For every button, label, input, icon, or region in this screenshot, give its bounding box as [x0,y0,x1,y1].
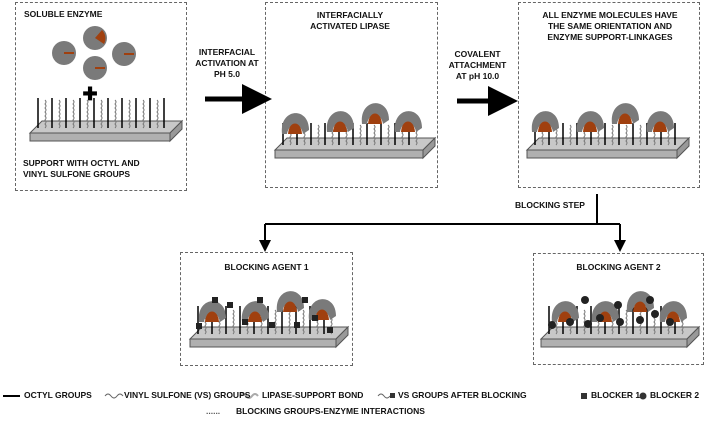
blocker1-3 [269,322,275,328]
legend-bond: LIPASE-SUPPORT BOND [262,390,364,400]
support-panel-2-side [274,149,424,159]
p2-vinyl [373,124,376,146]
legend-interactions: BLOCKING GROUPS-ENZYME INTERACTIONS [236,406,425,416]
blocking-agent-2-title: BLOCKING AGENT 2 [576,262,661,272]
blocker1-2 [242,319,248,325]
enzyme-p2-2-active-site [368,113,382,124]
support-panel-1 [28,120,184,134]
blocker1-0 [196,323,202,329]
support-caption: SUPPORT WITH OCTYL AND VINYL SULFONE GRO… [23,158,140,179]
blocker1-5 [312,315,318,321]
p1-vinyl [72,99,75,129]
blocking-agent-1-title: BLOCKING AGENT 1 [224,262,309,272]
blocking-step-bracket [259,194,626,252]
arrow-covalent-label: COVALENT ATTACHMENT AT pH 10.0 [448,49,507,81]
same-orientation-title: ALL ENZYME MOLECULES HAVE THE SAME ORIEN… [542,10,678,42]
enzyme-p4-3-active-site [315,309,329,320]
p2-vinyl [359,124,362,146]
p2-vinyl [387,124,390,146]
p2-vinyl [317,124,320,146]
blocker1-9 [327,327,333,333]
p1-vinyl [58,99,61,129]
blocker2-9 [646,296,654,304]
enzyme-p4-1-active-site [248,311,262,322]
p1-vinyl [44,99,47,129]
support-panel-4-end [335,325,349,349]
blocking-step-label: BLOCKING STEP [515,200,585,210]
enzyme-p2-1-active-site [333,121,347,132]
p3-vinyl [611,124,614,146]
enzyme-p5-2-active-site [633,301,647,312]
p5-vinyl [583,309,586,335]
legend-octyl: OCTYL GROUPS [24,390,92,400]
enzyme-p4-0-active-site [205,311,219,322]
legend-interactions-dots-icon: ...... [206,406,221,416]
blocker1-8 [302,297,308,303]
p4-vinyl [288,309,291,335]
vinyl-legend-icon [104,393,124,399]
blocker2-2 [584,320,592,328]
vs-after-legend-icon [377,393,391,399]
enzyme-p2-3-active-site [401,121,415,132]
p1-vinyl [100,99,103,129]
support-panel-2 [273,137,437,151]
p1-vinyl [128,99,131,129]
soluble-enzyme-title: SOLUBLE ENZYME [24,9,103,19]
vs-after-square-icon [390,393,395,398]
support-panel-5-end [686,325,700,349]
p3-vinyl [625,124,628,146]
legend-vs-after: VS GROUPS AFTER BLOCKING [398,390,527,400]
p1-vinyl [142,99,145,129]
p3-vinyl [569,124,572,146]
blocker1-4 [294,322,300,328]
blocker2-10 [614,301,622,309]
legend-vinyl: VINYL SULFONE (VS) GROUPS [124,390,251,400]
bond-legend-icon [239,393,259,399]
blocker1-6 [212,297,218,303]
legend-blocker2: BLOCKER 2 [650,390,700,400]
p4-vinyl [232,309,235,335]
enzyme-p3-2-active-site [618,113,632,124]
support-panel-1-side [29,132,171,142]
enzyme-p2-0-active-site [288,123,302,134]
blocker1-1 [227,302,233,308]
blocker2-7 [666,318,674,326]
blocker2-4 [616,318,624,326]
support-panel-4-side [189,338,337,348]
support-panel-3-end [676,136,690,160]
support-panel-3 [525,137,691,151]
blocker1-legend-icon [581,393,587,399]
blocker1-7 [257,297,263,303]
blocker2-legend-icon [639,392,647,400]
soluble-enzymes [52,26,136,80]
blocker2-3 [596,314,604,322]
p4-vinyl [302,309,305,335]
blocker2-1 [566,318,574,326]
p1-vinyl [86,99,89,129]
support-panel-2-end [422,136,436,160]
legend-blocker1: BLOCKER 1 [591,390,641,400]
p3-vinyl [639,124,642,146]
enzyme-p3-0-active-site [538,121,552,132]
p4-vinyl [274,309,277,335]
blocker2-6 [651,310,659,318]
p1-vinyl [114,99,117,129]
blocker2-8 [581,296,589,304]
support-panel-1-end [169,119,183,143]
enzyme-p4-2-active-site [283,301,297,312]
blocker2-5 [636,316,644,324]
p1-vinyl [156,99,159,129]
blocker2-0 [548,321,556,329]
plus-icon: ✚ [82,84,97,104]
p5-vinyl [625,309,628,335]
enzyme-p3-3-active-site [653,121,667,132]
support-panel-5-side [540,338,688,348]
bound-enzymes [196,103,687,333]
activated-lipase-title: INTERFACIALLY ACTIVATED LIPASE [310,10,390,31]
arrow-activation-label: INTERFACIAL ACTIVATION AT PH 5.0 [195,47,259,79]
support-panel-3-side [526,149,678,159]
enzyme-p3-1-active-site [583,121,597,132]
